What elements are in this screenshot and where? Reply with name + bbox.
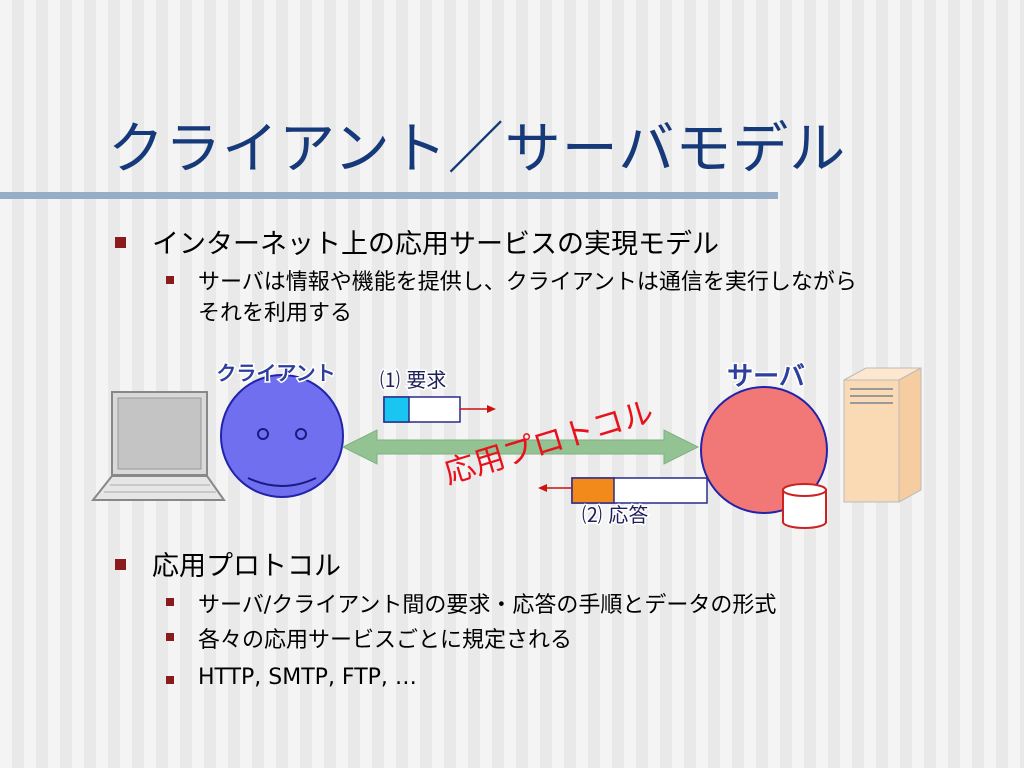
- laptop-icon: [90, 391, 226, 501]
- protocol-double-arrow: [341, 429, 700, 465]
- sub-bullet-model-line2: それを利用する: [198, 301, 353, 326]
- title-divider: [0, 192, 778, 199]
- sub-bullet-model-line1: サーバは情報や機能を提供し、クライアントは通信を実行しながら: [198, 270, 857, 295]
- response-packet: [538, 477, 708, 504]
- sub-bullet-protocol-3: HTTP, SMTP, FTP, …: [198, 665, 417, 690]
- sub-bullet-protocol-1: サーバ/クライアント間の要求・応答の手順とデータの形式: [198, 593, 777, 618]
- bullet-marker: [115, 559, 126, 570]
- sub-bullet-marker: [166, 276, 174, 284]
- client-label: クライアント: [216, 361, 335, 385]
- sub-bullet-marker: [166, 633, 174, 641]
- server-tower-icon: [843, 367, 922, 503]
- request-packet: [383, 396, 496, 423]
- response-label: ⑵ 応答: [582, 503, 648, 527]
- sub-bullet-marker: [166, 598, 174, 606]
- server-label: サーバ: [727, 362, 805, 392]
- bullet-model: インターネット上の応用サービスの実現モデル: [152, 229, 719, 260]
- client-face-icon: [220, 374, 344, 498]
- server-circle: [700, 386, 828, 514]
- sub-bullet-marker: [166, 676, 174, 684]
- database-icon: [782, 483, 827, 529]
- sub-bullet-protocol-2: 各々の応用サービスごとに規定される: [198, 628, 573, 653]
- bullet-marker: [115, 237, 126, 248]
- slide-title: クライアント／サーバモデル: [108, 117, 847, 182]
- bullet-protocol: 応用プロトコル: [152, 551, 341, 582]
- request-label: ⑴ 要求: [380, 368, 446, 392]
